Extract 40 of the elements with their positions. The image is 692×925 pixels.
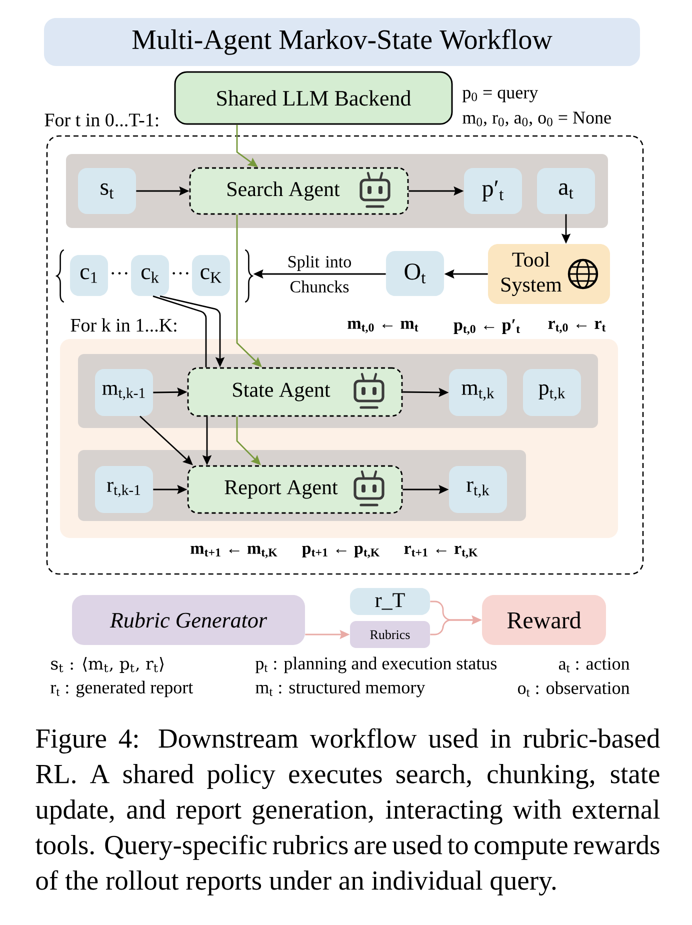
loop-heading: For k in 1...K: <box>70 318 176 332</box>
variable-box: a$_{t}$ <box>537 168 595 214</box>
variable-box: r_T <box>350 588 430 615</box>
variable-box: r$_{t,k}$ <box>449 466 507 513</box>
ellipsis: ··· <box>172 272 188 274</box>
reward-box: Reward <box>482 595 606 645</box>
variable-box: p′$_{t}$ <box>464 168 522 214</box>
variable-box: m$_{t,k}$ <box>449 369 507 416</box>
symbol-definition: o$_{t}$ : observation <box>518 681 630 697</box>
rubrics-box: Rubrics <box>350 621 430 648</box>
symbol-definition: a$_{t}$ : action <box>558 658 630 672</box>
update-rule: m$_{t+1}$ ← m$_{t,K}$ <box>190 546 278 558</box>
update-rule: p$_{t+1}$ ← p$_{t,K}$ <box>302 546 380 558</box>
chunk-box: c$_{k}$ <box>131 255 169 296</box>
update-rule: m$_{t,0}$ ← m$_{t}$ <box>348 320 418 334</box>
symbol-definition: p$_{t}$ : planning and execution status <box>255 656 497 674</box>
backend-box: Shared LLM Backend <box>174 71 453 125</box>
edge-label: Split into Chuncks <box>288 256 351 292</box>
update-rule: r$_{t+1}$ ← r$_{t,K}$ <box>404 546 478 558</box>
annotation: m$_{0}$, r$_{0}$, a$_{0}$, o$_{0}$ = None <box>462 112 611 126</box>
agent-box: State Agent <box>187 367 403 417</box>
generator-box: Rubric Generator <box>72 595 305 645</box>
title-banner: Multi-Agent Markov-State Workflow <box>44 18 640 66</box>
caption: Figure 4: Downstream workflow used in rubric-based RL. A shared policy executes search, chunking, state update, and report generation, interacting with external tools. Query-specific rubrics are used to compute rewards of the rollout reports under an individual query. <box>35 728 660 896</box>
variable-box: O$_{t}$ <box>386 251 444 296</box>
variable-box: r$_{t,k-1}$ <box>95 466 153 513</box>
loop-heading: For t in 0...T-1: <box>44 114 158 126</box>
variable-box: m$_{t,k-1}$ <box>95 369 153 416</box>
agent-box: Report Agent <box>187 465 403 514</box>
symbol-definition: r$_{t}$ : generated report <box>50 680 194 698</box>
chunk-box: c$_{1}$ <box>70 255 108 296</box>
update-rule: p$_{t,0}$ ← p′$_{t}$ <box>454 319 520 335</box>
variable-box: s$_{t}$ <box>78 168 136 214</box>
variable-box: p$_{t,k}$ <box>523 369 581 416</box>
ellipsis: ··· <box>112 272 128 274</box>
update-rule: r$_{t,0}$ ← r$_{t}$ <box>548 320 606 334</box>
agent-box: Search Agent <box>189 167 409 215</box>
chunk-box: c$_{K}$ <box>192 255 230 296</box>
tool-box: Tool System <box>488 244 610 304</box>
symbol-definition: m$_{t}$ : structured memory <box>256 680 426 698</box>
